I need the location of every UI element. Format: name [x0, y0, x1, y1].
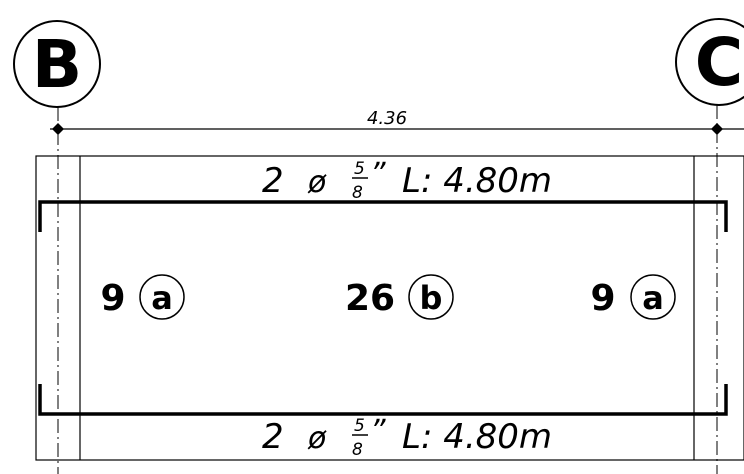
top-rebar-label: 2 ø 5 8 ” L: 4.80m [262, 157, 552, 203]
group-center-mark: b [420, 279, 443, 317]
group-left-count: 9 [100, 278, 125, 319]
top-rebar [38, 200, 728, 232]
bottom-rebar-diameter-symbol: ø [307, 421, 327, 456]
rebar-group-left: 9 a [100, 274, 185, 320]
rebar-group-center: 26 b [345, 274, 454, 320]
dimension-value: 4.36 [367, 108, 407, 129]
axis-b-label: B [32, 26, 82, 103]
group-left-mark-circle [139, 274, 185, 320]
bottom-rebar-frac-den: 8 [352, 440, 363, 460]
top-rebar-diameter-symbol: ø [307, 165, 327, 200]
group-left-mark: a [151, 279, 173, 317]
group-right-count: 9 [590, 278, 615, 319]
group-right-mark: a [642, 279, 664, 317]
bottom-rebar-length: L: 4.80m [402, 417, 552, 457]
top-rebar-frac-num: 5 [354, 159, 365, 179]
rebar-group-right: 9 a [590, 274, 676, 320]
bottom-rebar-inch: ” [370, 414, 386, 449]
group-right-mark-circle [630, 274, 676, 320]
slab-outline [35, 155, 744, 461]
top-rebar-length: L: 4.80m [402, 161, 552, 201]
dimension-line: 4.36 [50, 108, 744, 135]
top-rebar-frac-den: 8 [352, 183, 363, 203]
top-rebar-count: 2 [262, 161, 284, 201]
bottom-rebar [38, 384, 728, 416]
bottom-rebar-count: 2 [262, 417, 284, 457]
axis-c-label: C [695, 24, 743, 101]
axis-c-bubble: C [675, 18, 744, 106]
top-rebar-inch: ” [370, 157, 386, 192]
bottom-rebar-frac-num: 5 [354, 416, 365, 436]
group-center-count: 26 [345, 278, 395, 319]
group-center-mark-circle [408, 274, 454, 320]
bottom-rebar-label: 2 ø 5 8 ” L: 4.80m [262, 414, 552, 460]
axis-b-bubble: B [13, 20, 101, 108]
